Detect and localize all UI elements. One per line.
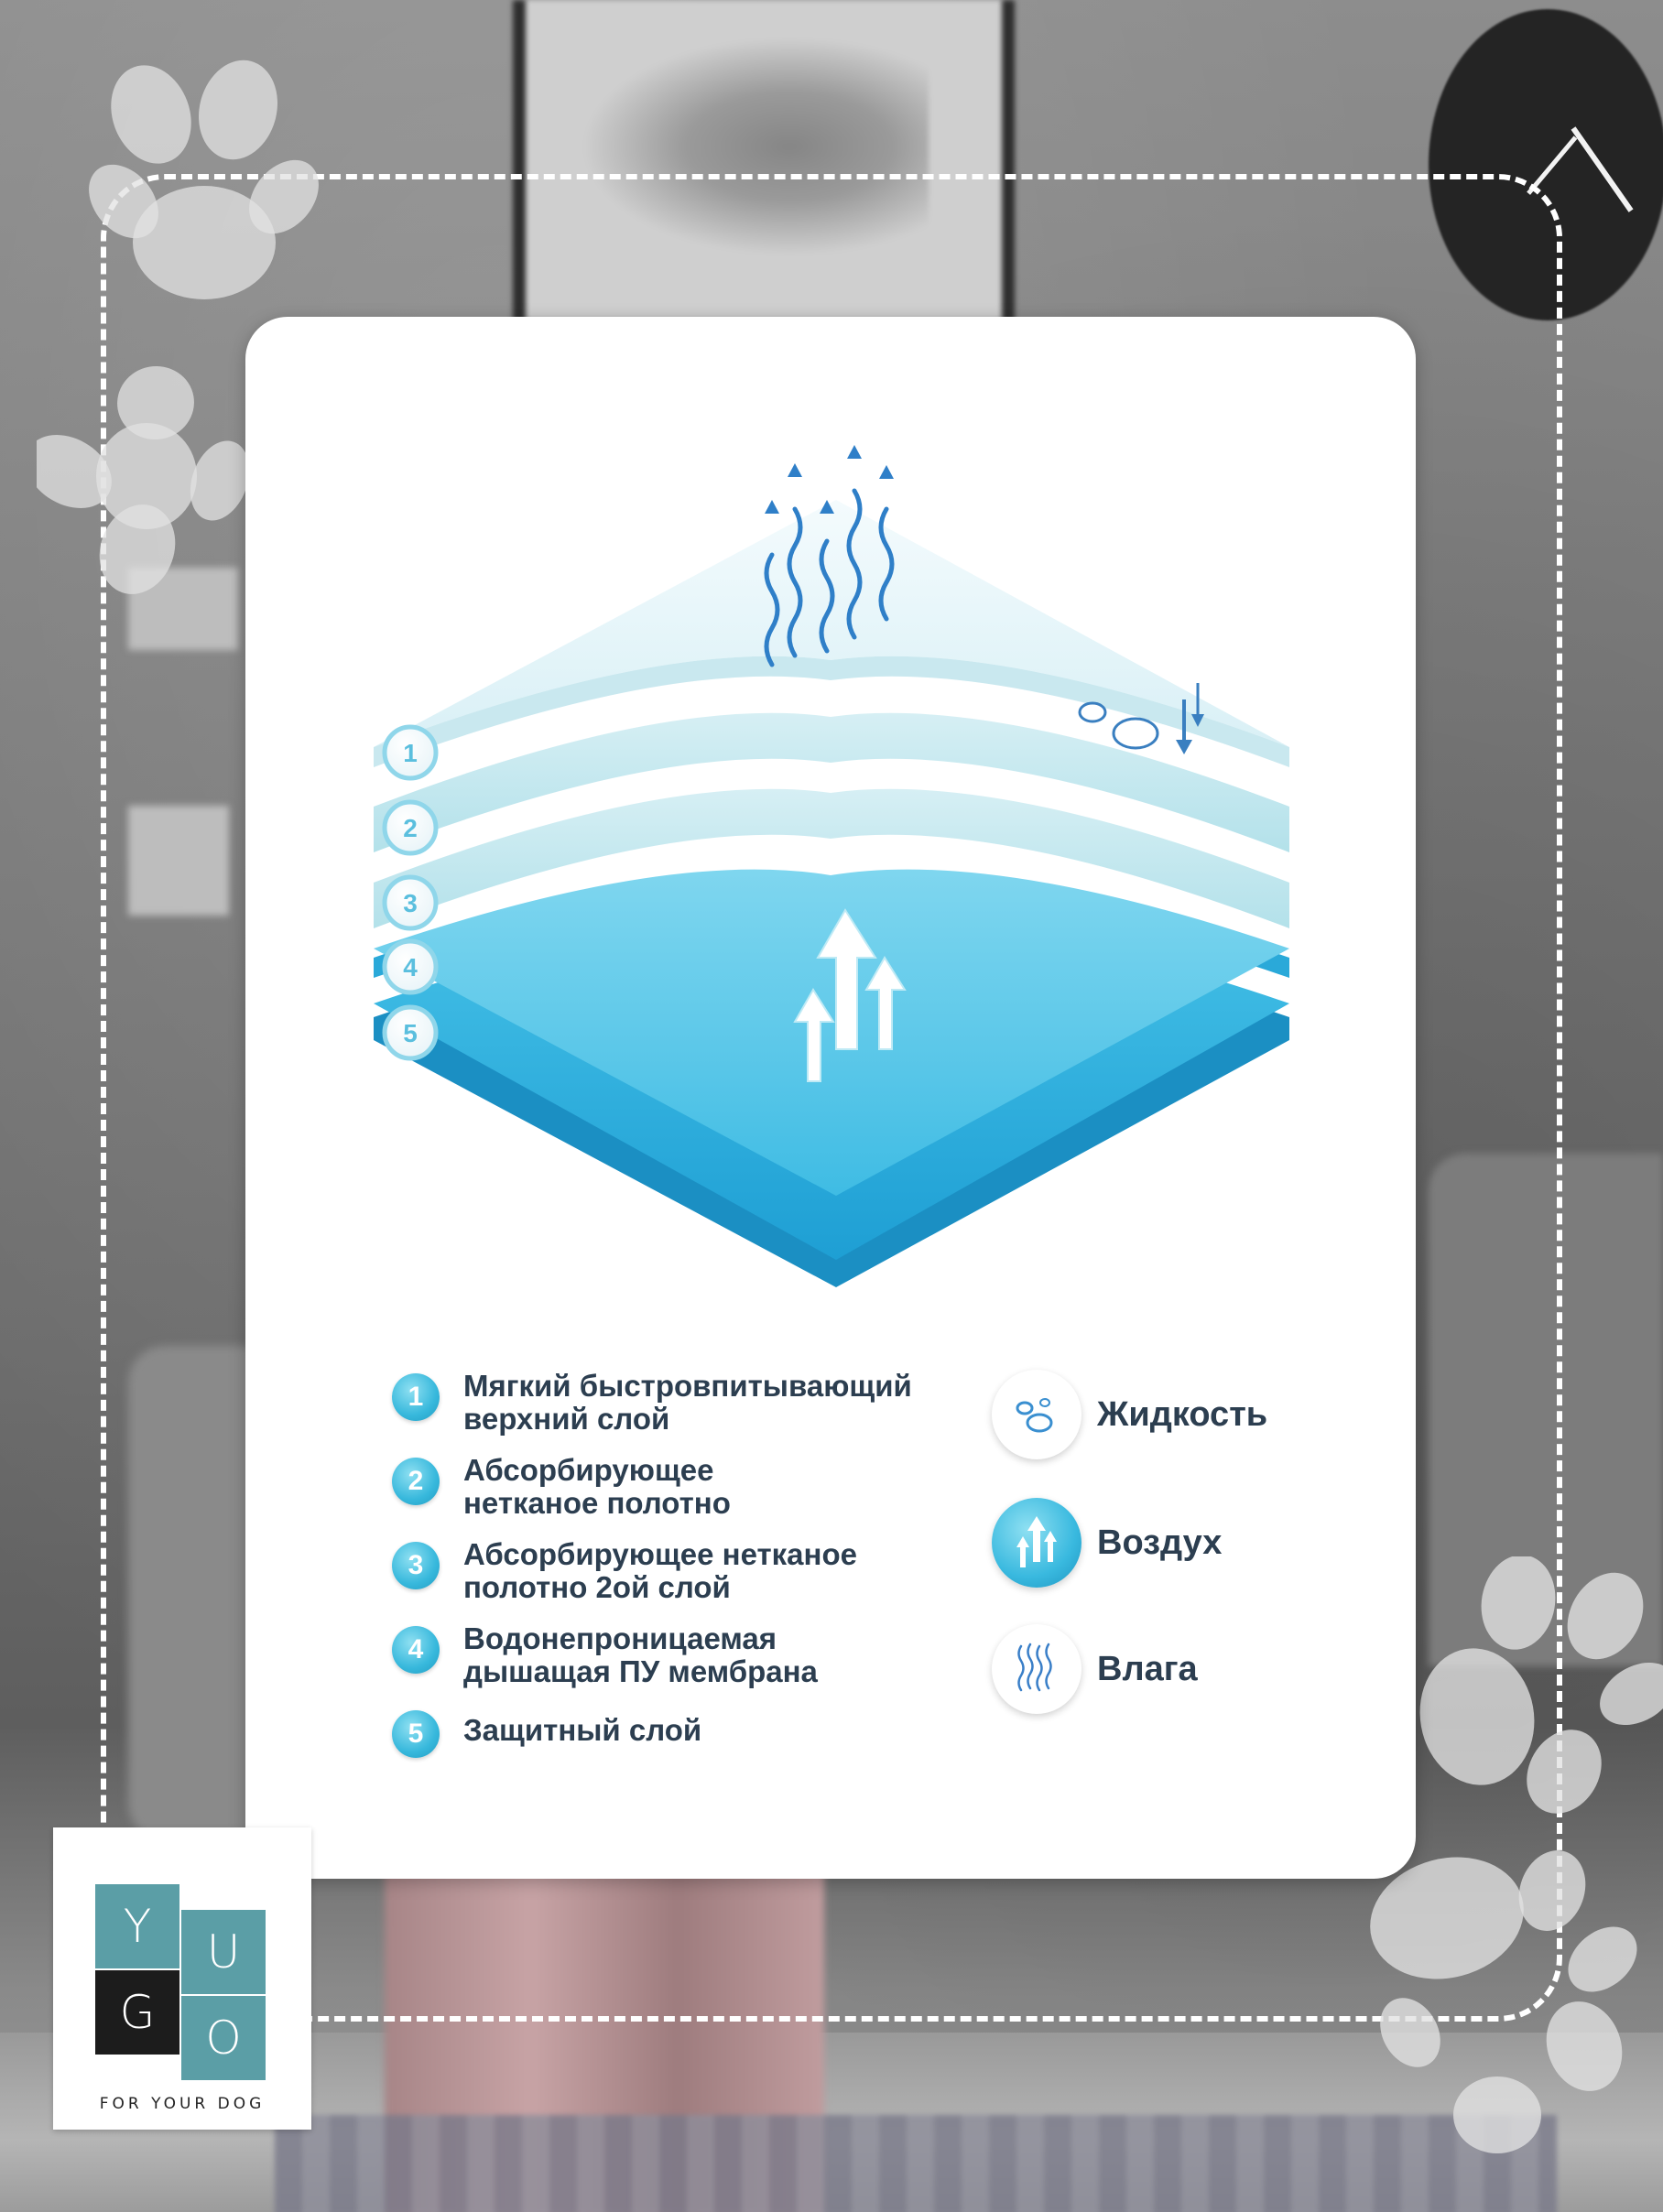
paw-print-icon (37, 362, 256, 600)
key-label: Воздух (1097, 1523, 1223, 1562)
legend-line: полотно 2ой слой (463, 1570, 731, 1604)
vapor-wave-icon (992, 1624, 1081, 1714)
info-card: 1 2 3 4 5 1 Мягкий быстровпитывающий вер… (245, 317, 1416, 1879)
key-air: Воздух (992, 1498, 1376, 1589)
legend-item: 5 Защитный слой (392, 1707, 701, 1758)
yugo-logo: Y U G O FOR YOUR DOG (53, 1827, 311, 2130)
layers-diagram: 1 2 3 4 5 (374, 445, 1289, 1287)
layer-number: 5 (403, 1019, 418, 1047)
layer-4-membrane (374, 869, 1289, 1196)
rug (275, 2115, 1557, 2212)
vapor-arrows-icon (764, 488, 895, 667)
legend-number: 3 (392, 1542, 440, 1589)
layer-2-absorbent (374, 712, 1289, 852)
legend-number: 1 (392, 1373, 440, 1421)
legend-item: 3 Абсорбирующее нетканое полотно 2ой сло… (392, 1538, 857, 1604)
droplets-icon (992, 1370, 1081, 1459)
legend-line: нетканое полотно (463, 1486, 731, 1520)
legend-line: Водонепроницаемая (463, 1621, 777, 1655)
legend-number: 5 (392, 1710, 440, 1758)
legend-item: 1 Мягкий быстровпитывающий верхний слой (392, 1370, 912, 1436)
legend-number: 4 (392, 1626, 440, 1674)
paw-print-icon (87, 46, 325, 311)
logo-tagline: FOR YOUR DOG (99, 2095, 266, 2113)
paw-print-icon (1418, 1556, 1663, 1831)
key-moisture: Влага (992, 1624, 1376, 1716)
legend-line: Абсорбирующее (463, 1453, 714, 1487)
dashed-frame (101, 174, 1562, 2022)
wall-clock (1429, 9, 1663, 320)
layer-number: 4 (403, 953, 418, 981)
wall-frame (128, 806, 229, 916)
legend-line: верхний слой (463, 1402, 670, 1436)
legend-line: Защитный слой (463, 1713, 702, 1747)
layer-badges (382, 724, 439, 1061)
paw-print-icon (1355, 1849, 1648, 2161)
logo-letter: U (181, 1910, 266, 1994)
legend-line: дышащая ПУ мембрана (463, 1654, 818, 1688)
layer-number: 2 (403, 814, 418, 842)
layer-number: 1 (403, 739, 418, 767)
logo-letter: O (181, 1996, 266, 2080)
layer-number: 3 (403, 889, 418, 917)
legend-line: Мягкий быстровпитывающий (463, 1369, 912, 1403)
key-label: Жидкость (1097, 1395, 1268, 1434)
key-liquid: Жидкость (992, 1370, 1376, 1461)
legend-line: Абсорбирующее нетканое (463, 1537, 857, 1571)
layer-1-top (374, 500, 1289, 767)
logo-letter: Y (95, 1884, 179, 1968)
air-arrows-icon (992, 1498, 1081, 1588)
air-arrows-icon (793, 908, 907, 1082)
liquid-drops-icon (1078, 683, 1204, 754)
layer-3-absorbent (374, 788, 1289, 928)
legend-number: 2 (392, 1458, 440, 1505)
key-label: Влага (1097, 1650, 1198, 1688)
logo-letter: G (95, 1970, 179, 2055)
legend-item: 4 Водонепроницаемая дышащая ПУ мембрана (392, 1622, 818, 1688)
legend-item: 2 Абсорбирующее нетканое полотно (392, 1454, 731, 1520)
